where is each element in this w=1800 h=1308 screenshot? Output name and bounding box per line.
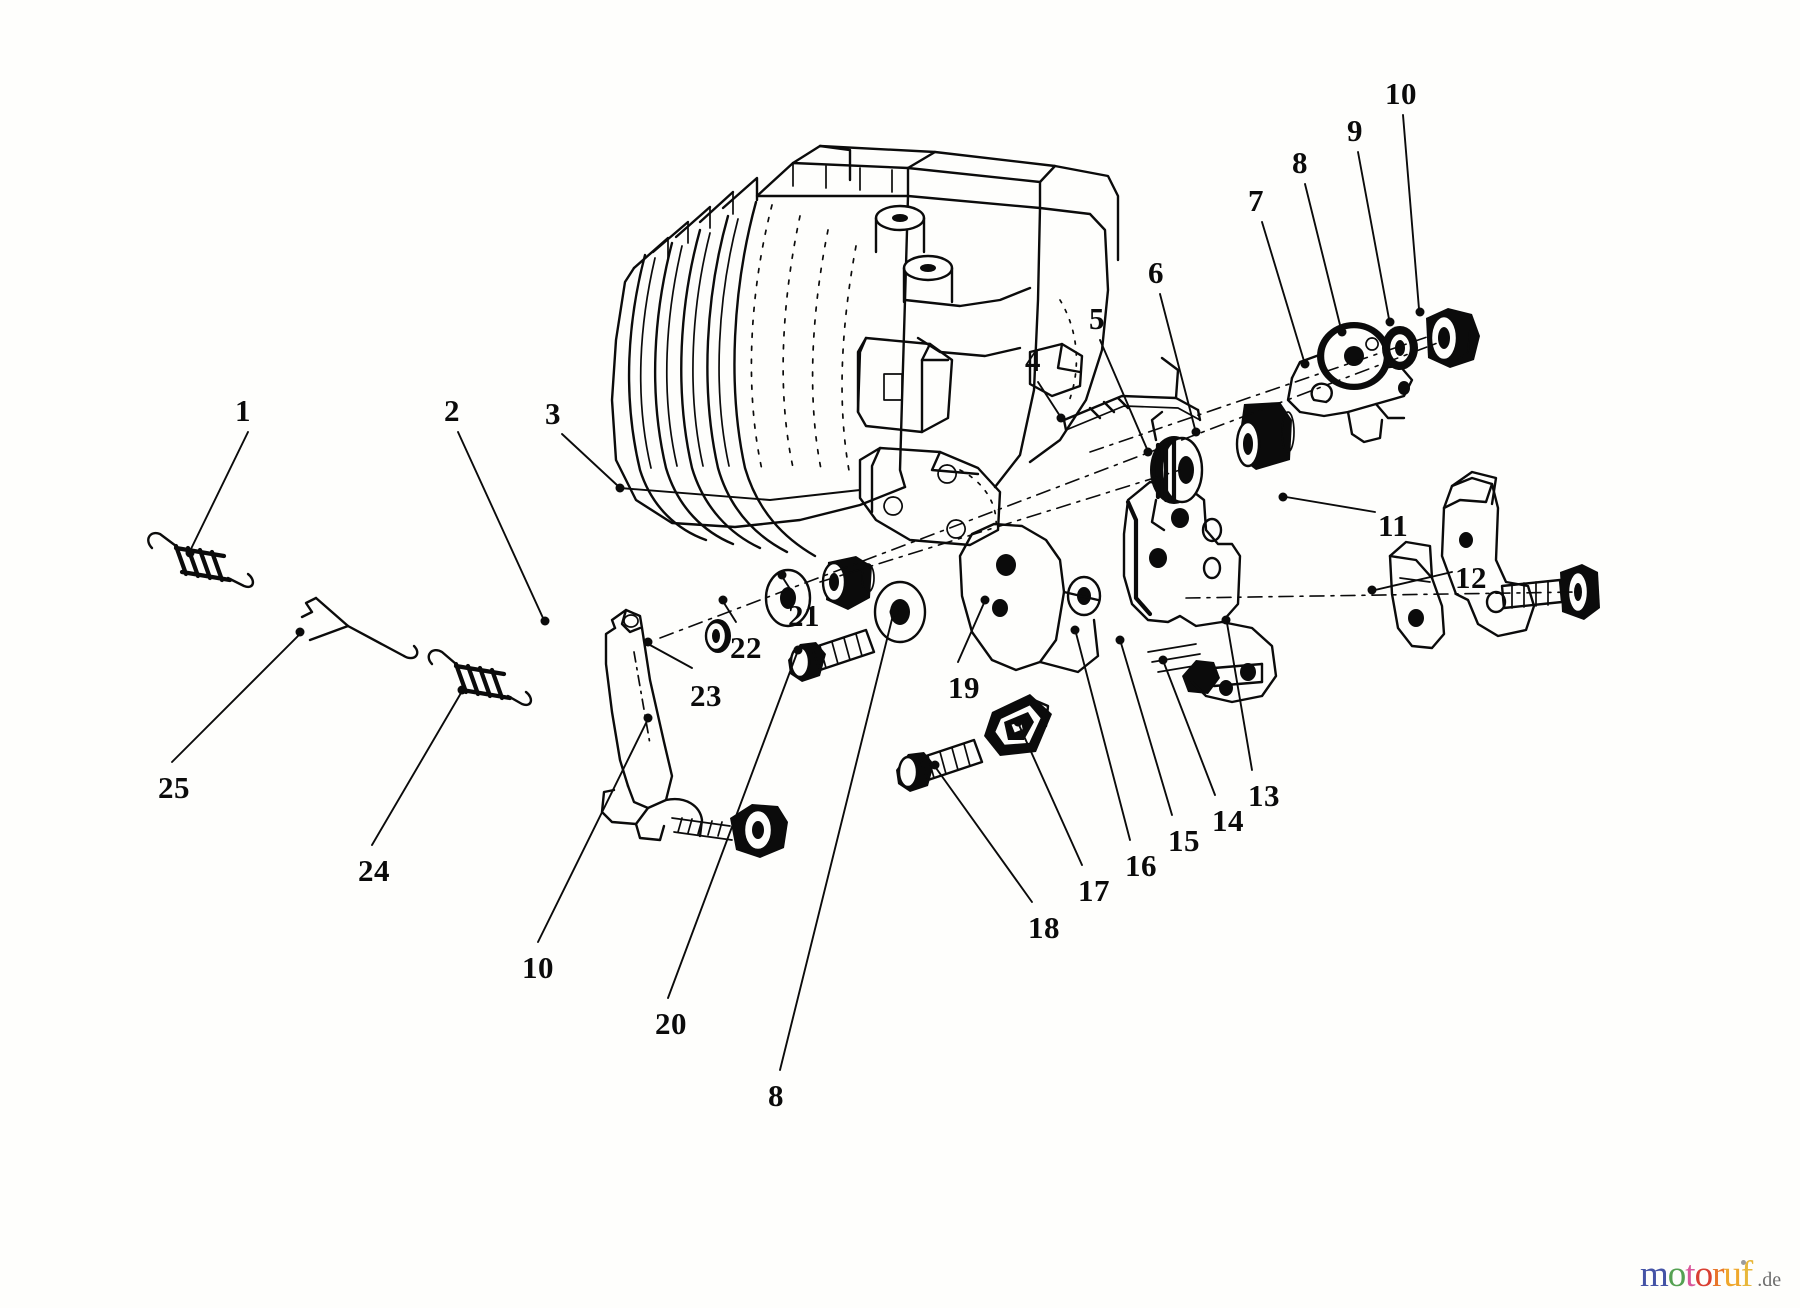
part-15-lower-bracket-arm	[1190, 620, 1278, 704]
callout-number-1: 1	[235, 393, 251, 428]
motoruf-watermark: motoruf.de	[1640, 1256, 1781, 1293]
part-8-upper-flat-washer	[1317, 322, 1391, 390]
watermark-letter-r: r	[1712, 1254, 1724, 1295]
callout-number-4: 4	[1025, 343, 1041, 378]
callout-number-20: 20	[655, 1006, 687, 1041]
watermark-dot-icon	[1741, 1260, 1747, 1265]
callout-number-7: 7	[1248, 183, 1264, 218]
callout-leader-lines	[171, 114, 1453, 1071]
part-10-upper-flange-nut	[1426, 308, 1480, 368]
part-8-lower-hex-bolt	[788, 628, 876, 682]
part-23-small-washer	[704, 619, 731, 653]
callout-number-14: 14	[1212, 803, 1244, 838]
watermark-letter-f: f	[1740, 1254, 1753, 1295]
part-4-link-rod	[1062, 356, 1202, 432]
part-9-lock-washer	[1382, 326, 1418, 370]
callout-number-11: 11	[1378, 508, 1409, 543]
callout-number-13: 13	[1248, 778, 1280, 813]
engine-block-illustration	[610, 144, 1120, 558]
part-16-main-bracket	[1122, 480, 1242, 673]
callout-number-15: 15	[1168, 823, 1200, 858]
callout-number-16: 16	[1125, 848, 1157, 883]
callout-number-21: 21	[788, 598, 820, 633]
callout-number-23: 23	[690, 678, 722, 713]
callout-number-12: 12	[1455, 560, 1487, 595]
part-13-small-link	[1388, 540, 1446, 650]
part-25-wire-rod	[300, 596, 419, 660]
watermark-letter-t: t	[1685, 1254, 1695, 1295]
callout-number-19: 19	[948, 670, 980, 705]
callout-number-9: 9	[1347, 113, 1363, 148]
part-6-roller-spacer	[1235, 402, 1295, 470]
part-2-control-lever	[600, 608, 733, 842]
part-18-hex-bolt	[896, 738, 984, 792]
callout-number-18: 18	[1028, 910, 1060, 945]
callout-number-10: 10	[1385, 76, 1417, 111]
callout-number-25: 25	[158, 770, 190, 805]
part-1-spring	[147, 531, 255, 589]
callout-number-17: 17	[1078, 873, 1110, 908]
part-24-spring	[427, 649, 533, 707]
part-10-lower-flange-nut	[730, 804, 788, 858]
callout-number-5: 5	[1089, 301, 1105, 336]
watermark-letter-o2: o	[1694, 1254, 1713, 1295]
watermark-letter-u: u	[1723, 1254, 1741, 1295]
part-21-bushing	[821, 556, 875, 610]
callout-number-24: 24	[358, 853, 390, 888]
watermark-letter-o1: o	[1667, 1254, 1686, 1295]
watermark-tld: .de	[1757, 1269, 1782, 1291]
callout-number-6: 6	[1148, 255, 1164, 290]
part-5-spring-bushing	[1150, 410, 1204, 532]
callout-number-2: 2	[444, 393, 460, 428]
part-20-washer	[873, 580, 927, 644]
part-19-pivot-plate	[958, 522, 1102, 674]
callout-number-8: 8	[1292, 145, 1308, 180]
assembly-axis-lines	[659, 335, 1579, 639]
part-11-bracket-clip	[1440, 470, 1536, 638]
callout-number-10-lower: 10	[522, 950, 554, 985]
watermark-letter-m: m	[1640, 1254, 1669, 1295]
callout-number-22: 22	[730, 630, 762, 665]
part-12-screw	[1500, 564, 1600, 620]
callout-number-8-lower: 8	[768, 1078, 784, 1113]
callout-number-3: 3	[545, 396, 561, 431]
